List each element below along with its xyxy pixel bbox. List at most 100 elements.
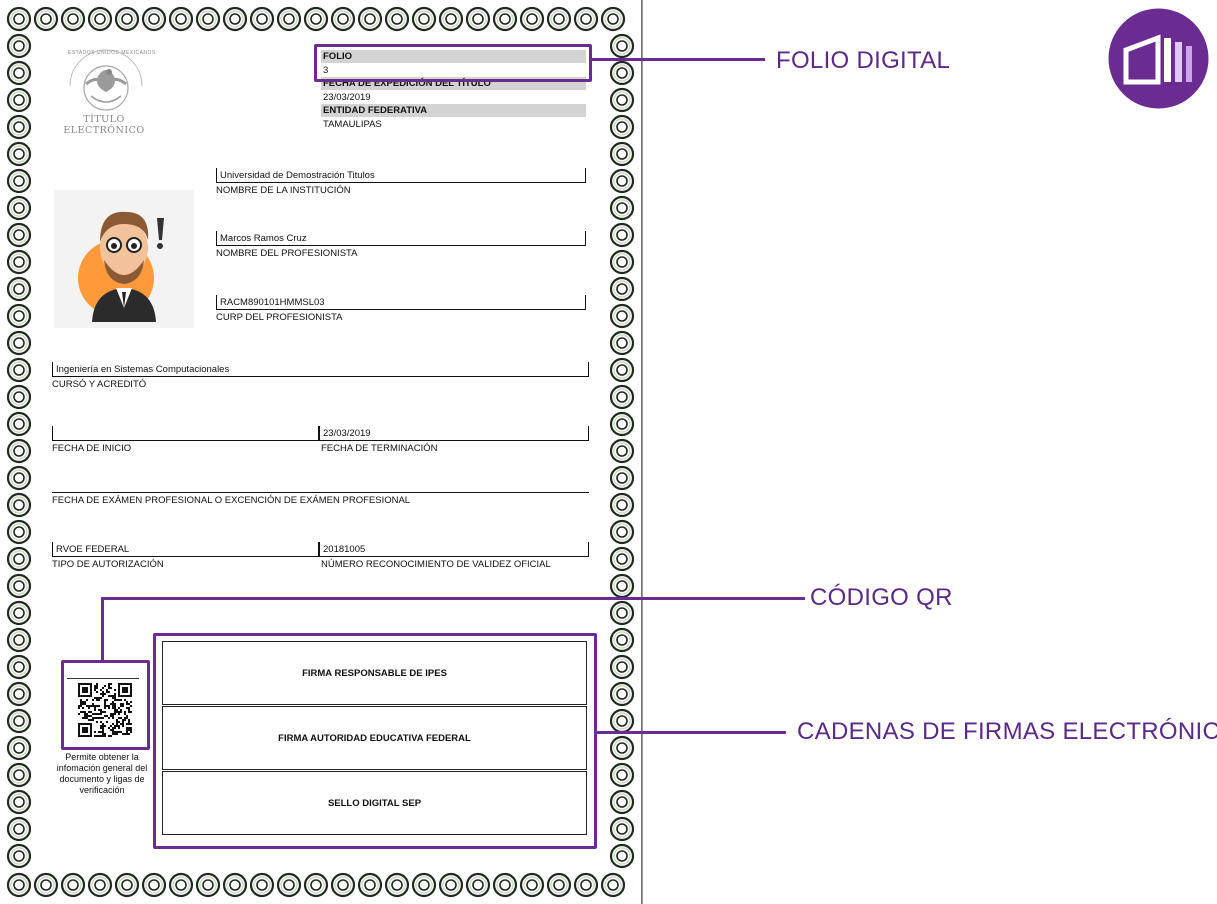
signature-sep-box: SELLO DIGITAL SEP [162,771,587,835]
border-ring [438,872,464,898]
border-ring [249,6,275,32]
folio-callout: FOLIO DIGITAL [776,47,951,74]
border-ring [6,789,32,815]
autorizacion-value: RVOE FEDERAL [56,544,130,555]
border-ring [6,6,32,32]
border-ring [609,141,635,167]
examen-field [52,491,589,493]
border-ring [6,492,32,518]
border-ring [609,681,635,707]
autorizacion-field: RVOE FEDERAL [52,542,319,557]
border-ring [6,600,32,626]
border-ring [609,762,635,788]
qr-highlight [61,660,150,750]
border-ring [6,627,32,653]
border-ring [609,411,635,437]
border-ring [600,6,626,32]
border-ring [609,546,635,572]
entidad-value: TAMAULIPAS [323,119,382,130]
border-ring [609,600,635,626]
title-document: ESTADOS UNIDOS MEXICANOS TÍTULO ELECTRÓN… [6,6,635,898]
border-ring [573,872,599,898]
border-ring [60,872,86,898]
border-ring [6,411,32,437]
signature-ipes-box: FIRMA RESPONSABLE DE IPES [162,641,587,705]
border-ring [6,141,32,167]
border-ring [87,872,113,898]
border-ring [6,384,32,410]
border-ring [411,6,437,32]
border-ring [6,872,32,898]
folio-label: FOLIO [321,50,586,63]
border-ring [609,492,635,518]
border-ring [6,357,32,383]
border-ring [222,872,248,898]
border-ring [609,222,635,248]
qr-caption-line: verificación [79,785,125,795]
profesionista-value: Marcos Ramos Cruz [220,233,307,244]
border-ring [465,872,491,898]
border-ring [609,195,635,221]
border-ring [492,6,518,32]
curp-field: RACM890101HMMSL03 [216,295,586,310]
border-ring [573,6,599,32]
qr-caption-line: infomación general del [56,763,148,773]
border-ring [330,872,356,898]
border-ring [357,6,383,32]
inicio-field [52,426,319,441]
border-ring [303,6,329,32]
border-ring [6,330,32,356]
carrera-field: Ingeniería en Sistemas Computacionales [52,362,589,377]
qr-caption-line: documento y ligas de [59,774,145,784]
profesionista-field: Marcos Ramos Cruz [216,231,586,246]
border-ring [546,872,572,898]
border-ring [6,114,32,140]
institucion-field: Universidad de Demostración Titulos [216,168,586,183]
border-ring [6,735,32,761]
border-ring [6,519,32,545]
border-ring [276,6,302,32]
signature-sep-label: SELLO DIGITAL SEP [327,797,422,809]
border-ring [195,872,221,898]
border-ring [141,6,167,32]
seal-header-text: ESTADOS UNIDOS MEXICANOS [68,50,156,56]
qr-code-icon [78,683,132,737]
border-ring [6,708,32,734]
border-ring [609,384,635,410]
border-ring [6,843,32,869]
border-ring [609,708,635,734]
firmas-connector [594,731,786,734]
border-ring [195,6,221,32]
carrera-label: CURSÓ Y ACREDITÓ [52,379,147,390]
border-ring [33,872,59,898]
border-ring [141,872,167,898]
border-ring [249,872,275,898]
border-ring [114,872,140,898]
avatar [54,190,194,328]
border-ring [330,6,356,32]
border-ring [6,87,32,113]
border-ring [6,681,32,707]
examen-label: FECHA DE EXÁMEN PROFESIONAL O EXCENCIÓN … [52,495,411,506]
border-ring [609,114,635,140]
border-ring [6,816,32,842]
firmas-callout: CADENAS DE FIRMAS ELECTRÓNICAS [797,718,1217,745]
qr-connector-vertical [101,597,104,661]
profesionista-photo-icon [78,211,164,322]
termino-value: 23/03/2019 [323,428,371,439]
seal-title-line1: TÍTULO [83,114,125,125]
institucion-value: Universidad de Demostración Titulos [220,170,375,181]
border-ring [114,6,140,32]
border-ring [609,303,635,329]
termino-field: 23/03/2019 [319,426,589,441]
border-ring [87,6,113,32]
inicio-label: FECHA DE INICIO [52,443,132,454]
building-logo-icon [1108,8,1209,109]
border-ring [609,843,635,869]
border-ring [465,6,491,32]
border-ring [384,6,410,32]
border-ring [6,465,32,491]
mexico-seal: ESTADOS UNIDOS MEXICANOS TÍTULO ELECTRÓN… [56,46,156,136]
border-ring [6,762,32,788]
border-ring [33,6,59,32]
